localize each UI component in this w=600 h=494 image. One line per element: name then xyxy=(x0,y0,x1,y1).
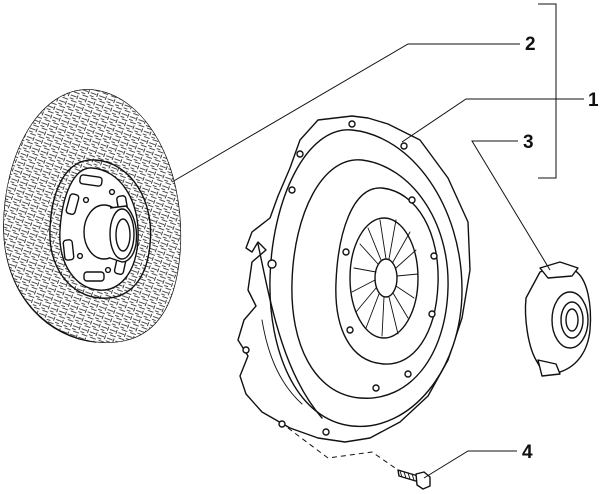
mounting-bolt xyxy=(397,469,431,490)
cover-bolt-holes xyxy=(242,120,438,436)
callout-2: 2 xyxy=(525,34,536,55)
leader-4 xyxy=(423,450,517,479)
assembly-bracket xyxy=(538,3,557,179)
clutch-pressure-plate xyxy=(237,115,471,443)
diaphragm-spring xyxy=(349,217,419,339)
callout-1: 1 xyxy=(588,90,599,111)
bolt-axis-dashed xyxy=(287,427,399,471)
leader-2 xyxy=(171,43,520,183)
clutch-disc xyxy=(3,89,182,343)
leader-1 xyxy=(401,98,584,143)
release-bearing xyxy=(524,261,592,377)
leader-3 xyxy=(471,140,551,271)
callout-4: 4 xyxy=(522,442,533,463)
damper-hub-plate xyxy=(59,167,139,291)
leader-lines xyxy=(171,3,584,479)
callout-3: 3 xyxy=(523,132,534,153)
